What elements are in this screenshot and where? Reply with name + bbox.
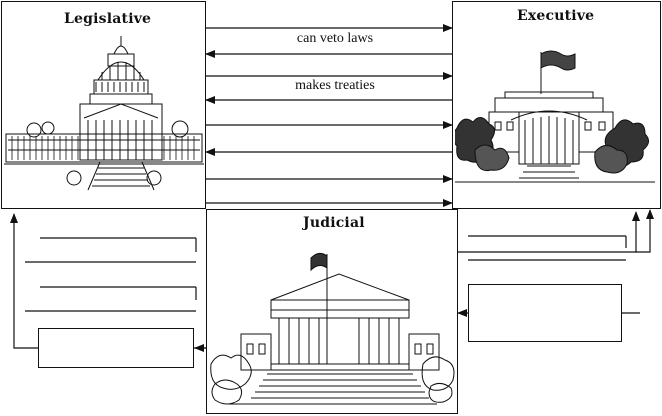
treaties-arrow-label: makes treaties (295, 78, 375, 93)
veto-arrow-label: can veto laws (296, 31, 374, 46)
judicial-title: Judicial (303, 215, 365, 231)
arrow-right-up-1 (636, 209, 654, 253)
executive-title: Executive (517, 8, 595, 24)
judicial-box: Judicial (206, 209, 458, 414)
answer-box-right[interactable] (468, 284, 622, 342)
legislative-title: Legislative (64, 11, 152, 27)
capitol-building-icon (4, 36, 204, 191)
executive-box: Executive (452, 1, 661, 209)
white-house-icon (455, 50, 655, 183)
supreme-court-icon (210, 252, 455, 405)
legislative-box: Legislative (1, 1, 206, 209)
answer-box-left[interactable] (38, 328, 194, 368)
arrow-judicial-to-executive (458, 211, 640, 253)
